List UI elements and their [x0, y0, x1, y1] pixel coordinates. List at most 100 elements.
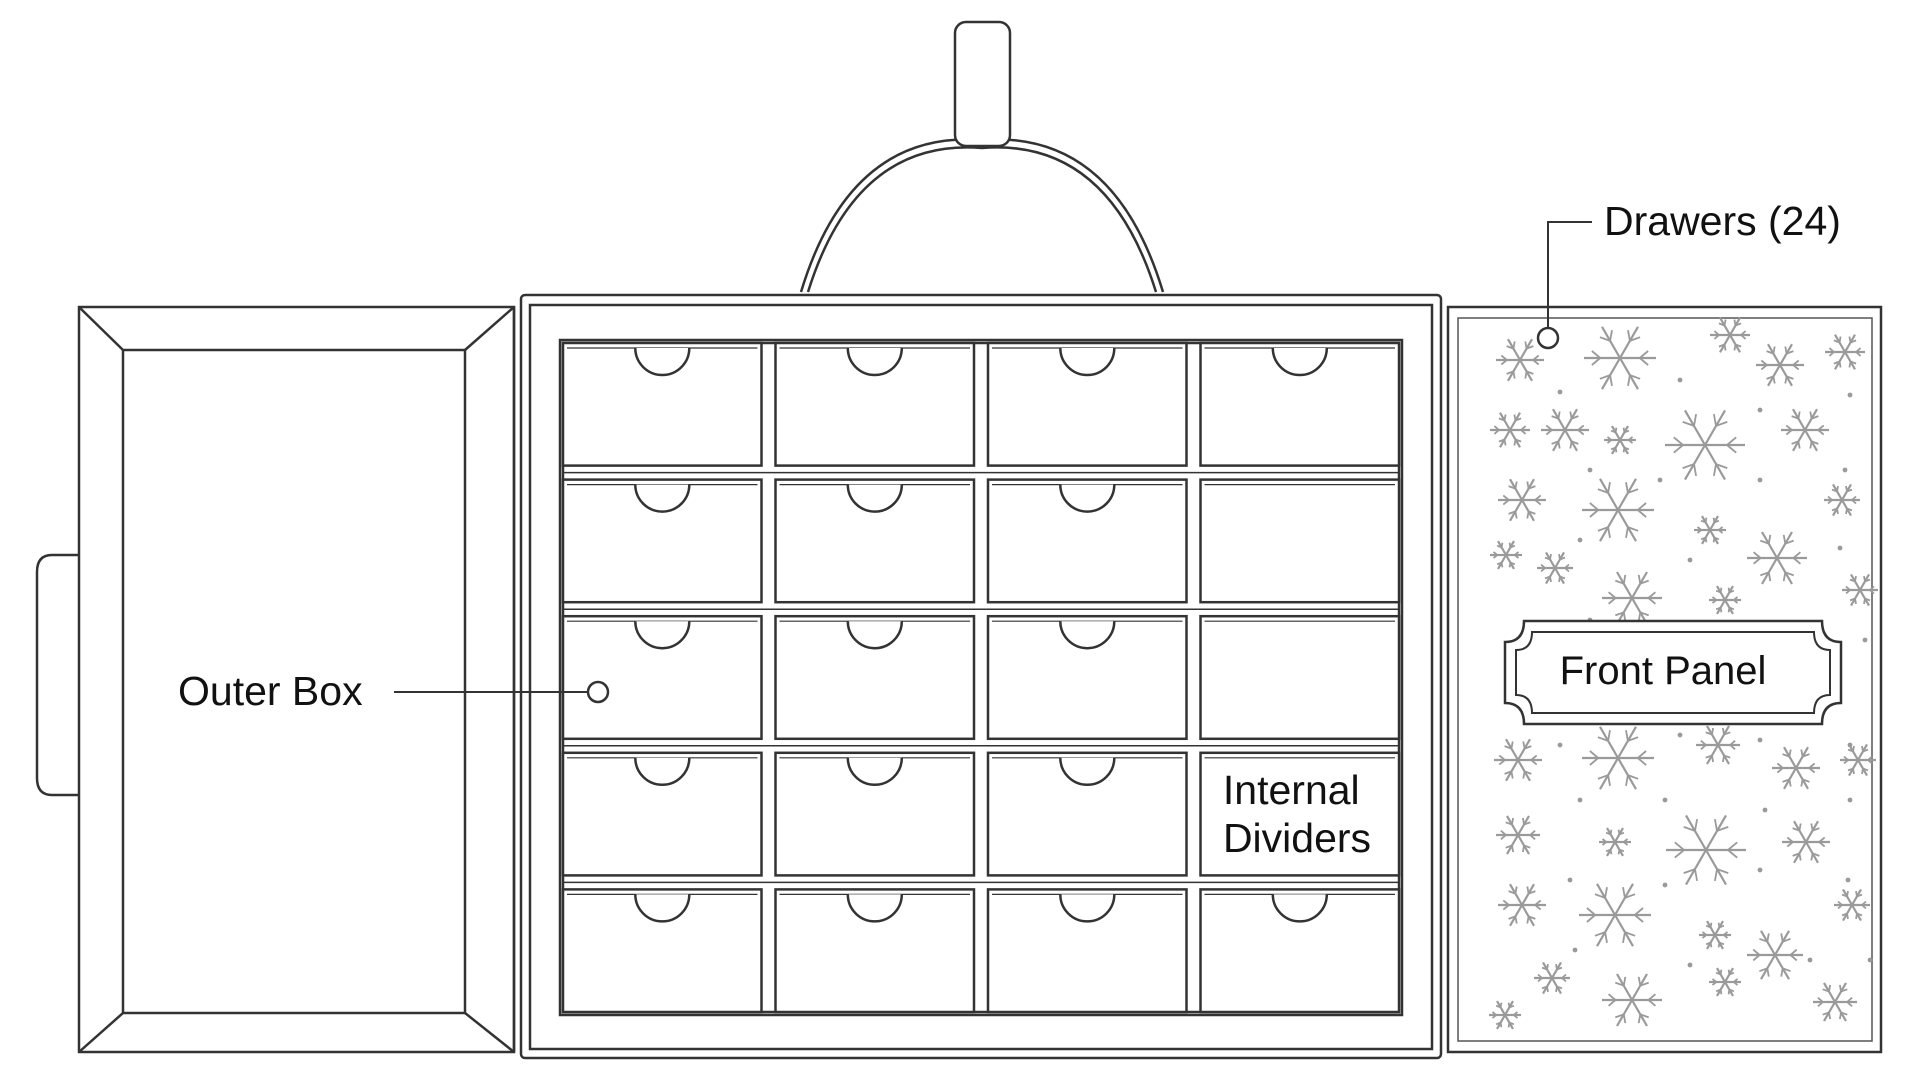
snowflake-icon — [1498, 478, 1546, 522]
front-panel: Front Panel — [1446, 305, 1883, 1054]
drawer[interactable] — [561, 614, 763, 741]
drawer[interactable] — [774, 341, 976, 467]
drawers-label: Drawers (24) — [1604, 198, 1841, 244]
snow-dot — [1557, 742, 1563, 748]
snow-dot — [1845, 877, 1851, 883]
drawer[interactable] — [561, 341, 763, 467]
drawer-pull-notch — [634, 894, 691, 923]
drawer[interactable] — [1199, 888, 1401, 1014]
snowflake-icon — [1699, 920, 1731, 950]
snowflake-icon — [1490, 540, 1522, 570]
front-panel-plaque-outer — [1503, 619, 1843, 726]
snowflake-icon — [1747, 531, 1807, 585]
snowflake-icon — [1756, 343, 1804, 387]
drawer[interactable] — [986, 614, 1188, 741]
internal-dividers-line1: Internal — [1223, 767, 1360, 813]
center-box-inner — [558, 338, 1404, 1017]
drawer[interactable] — [1199, 341, 1401, 467]
handle-strap — [799, 138, 1165, 293]
snowflake-icon — [1537, 551, 1573, 585]
snowflake-icon — [1710, 317, 1750, 353]
drawer-pull-notch — [1059, 621, 1116, 650]
drawer[interactable] — [774, 888, 976, 1014]
drawer-pull-notch — [634, 347, 691, 377]
drawer[interactable] — [561, 751, 763, 877]
snowflake-icon — [1494, 738, 1542, 782]
snow-dot — [1587, 467, 1593, 473]
front-panel-plaque-inner — [1515, 631, 1831, 714]
snow-dot — [1867, 957, 1873, 963]
snow-dot — [1657, 477, 1663, 483]
drawer[interactable] — [774, 614, 976, 741]
snow-dot — [1677, 377, 1683, 383]
drawer-pull-notch — [1059, 347, 1116, 377]
snowflake-pattern — [1489, 317, 1878, 1030]
drawer-pull-notch — [1059, 484, 1116, 513]
outer-box-label: Outer Box — [178, 668, 363, 714]
snowflake-icon — [1840, 743, 1876, 777]
drawer[interactable] — [774, 478, 976, 604]
drawer-pull-notch — [846, 484, 904, 513]
snow-dot — [1687, 557, 1693, 563]
drawer[interactable] — [561, 478, 763, 604]
lid-bevel-bl — [78, 1012, 124, 1053]
snow-dot — [1577, 797, 1583, 803]
drawer[interactable] — [986, 888, 1188, 1014]
outer-box-callout: Outer Box — [178, 668, 610, 714]
drawer[interactable] — [561, 888, 763, 1014]
snowflake-icon — [1834, 888, 1870, 922]
drawer-pull-notch — [1059, 757, 1116, 787]
drawer-pull-notch — [634, 757, 691, 787]
front-panel-label: Front Panel — [1560, 649, 1767, 693]
outer-box-lid — [35, 305, 516, 1054]
drawer[interactable] — [1199, 478, 1401, 604]
drawer-front — [1199, 478, 1401, 604]
drawer[interactable] — [986, 478, 1188, 604]
snowflake-icon — [1842, 573, 1878, 607]
snowflake-icon — [1696, 725, 1740, 765]
internal-dividers-label-bg — [1206, 762, 1382, 864]
drawer[interactable] — [986, 751, 1188, 877]
snow-dot — [1557, 389, 1563, 395]
snow-dot — [1677, 732, 1683, 738]
drawer[interactable] — [774, 751, 976, 877]
outer-box-dot — [586, 680, 610, 704]
snowflake-icon — [1496, 338, 1544, 382]
drawer-pull-notch — [846, 347, 904, 377]
snowflake-icon — [1599, 827, 1631, 857]
snow-dot — [1577, 537, 1583, 543]
snow-dot — [1757, 477, 1763, 483]
internal-dividers-callout: Internal Dividers — [1206, 762, 1382, 864]
snow-dot — [1807, 957, 1813, 963]
snowflake-icon — [1582, 478, 1654, 542]
drawer[interactable] — [986, 341, 1188, 467]
snow-dot — [1687, 962, 1693, 968]
snowflake-icon — [1781, 408, 1829, 452]
lid-bevel-br — [464, 1012, 515, 1053]
snowflake-icon — [1694, 515, 1726, 545]
drawer-front — [1199, 614, 1401, 741]
handle-strap-inner — [806, 146, 1158, 293]
handle — [799, 20, 1165, 293]
snow-dot — [1572, 947, 1578, 953]
snow-dot — [1757, 867, 1763, 873]
snowflake-icon — [1813, 982, 1857, 1022]
drawer[interactable] — [1199, 614, 1401, 741]
snowflake-icon — [1490, 412, 1530, 448]
snow-dot — [1837, 545, 1843, 551]
lid-side-tab — [35, 553, 81, 797]
snowflake-icon — [1541, 408, 1589, 452]
snowflake-icon — [1579, 883, 1651, 947]
drawer-pull-notch — [846, 621, 904, 650]
lid-bevel-tl — [78, 306, 124, 351]
lid-inner-panel — [121, 348, 467, 1015]
internal-dividers-label: Internal Dividers — [1223, 767, 1371, 861]
lid-bevel-tr — [464, 306, 515, 351]
snowflake-icon — [1534, 961, 1570, 995]
snow-dot — [1662, 797, 1668, 803]
snowflake-icon — [1709, 585, 1741, 615]
drawer-pull-notch — [846, 757, 904, 787]
snowflake-icon — [1498, 883, 1546, 927]
snow-dot — [1847, 742, 1853, 748]
snow-dot — [1567, 877, 1573, 883]
